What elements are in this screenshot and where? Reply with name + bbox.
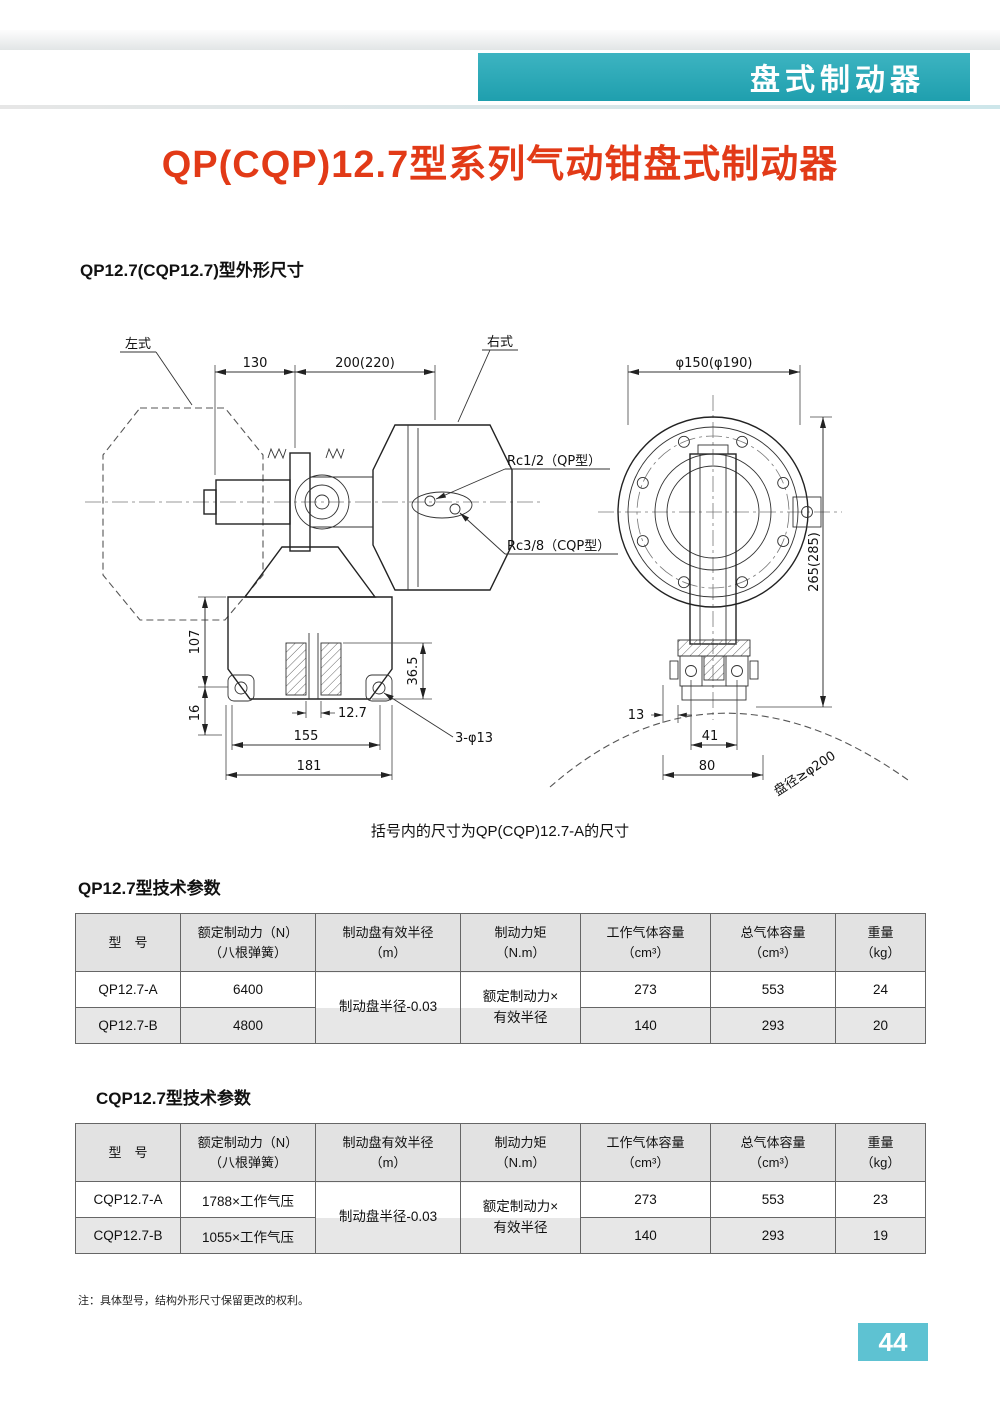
page-number-badge: 44 [858,1323,928,1361]
col-header-effective-radius: 制动盘有效半径 （m） [315,1123,461,1182]
bolt-hole [736,435,749,448]
left-style-label: 左式 [125,337,151,352]
col-header-total-gas: 总气体容量 （cm³） [710,913,836,972]
col-header-rated-force: 额定制动力（N） （八根弹簧） [180,1123,316,1182]
dim-130-label: 130 [243,356,268,371]
drawing-svg: 130 200(220) 左式 右式 Rc1/2（QP型） Rc3/8（CQP型… [85,335,909,800]
brake-pad [285,642,307,696]
dim-80-label: 80 [699,759,716,774]
disc-diameter-label: 盘径≥φ200 [771,748,839,800]
table1-title: QP12.7型技术参数 [78,879,221,898]
qp-params-table: 型 号 额定制动力（N） （八根弹簧） 制动盘有效半径 （m） 制动力矩 （N.… [75,913,926,1044]
dim-200-220-label: 200(220) [335,356,395,371]
table2-title: CQP12.7型技术参数 [96,1089,251,1108]
col-header-weight: 重量 （kg） [835,1123,926,1182]
cqp-params-table: 型 号 额定制动力（N） （八根弹簧） 制动盘有效半径 （m） 制动力矩 （N.… [75,1123,926,1254]
disc-arc [549,712,909,788]
bolt-hole [777,535,790,548]
page-number: 44 [878,1326,908,1357]
cell-weight: 23 [835,1181,926,1218]
cell-working-gas: 140 [580,1217,711,1254]
table-row: QP12.7-B 4800 140 293 20 [75,1007,926,1044]
cell-torque: 额定制动力× 有效半径 [460,971,581,1044]
bolt-hole [677,435,690,448]
col-header-working-gas: 工作气体容量 （cm³） [580,913,711,972]
air-port-cqp [449,503,461,515]
page-title: QP(CQP)12.7型系列气动钳盘式制动器 [161,144,839,186]
cell-model: QP12.7-B [75,1007,181,1044]
cell-force: 1788×工作气压 [180,1181,316,1218]
bolt-hole [777,476,790,489]
cell-force: 6400 [180,971,316,1008]
table-header-row: 型 号 额定制动力（N） （八根弹簧） 制动盘有效半径 （m） 制动力矩 （N.… [75,913,926,972]
cell-force: 4800 [180,1007,316,1044]
header-banner: 盘式制动器 [478,53,970,101]
cell-weight: 24 [835,971,926,1008]
air-chamber [372,424,513,591]
right-style-label: 右式 [487,335,513,350]
col-header-torque: 制动力矩 （N.m） [460,913,581,972]
front-view: φ150(φ190) 265(285) 13 41 [549,356,909,800]
cell-working-gas: 273 [580,971,711,1008]
col-header-model: 型 号 [75,1123,181,1182]
banner-underline [0,105,1000,109]
cell-total-gas: 293 [710,1217,836,1254]
bolt-hole [636,476,649,489]
technical-drawing: 130 200(220) 左式 右式 Rc1/2（QP型） Rc3/8（CQP型… [70,325,930,830]
drawing-caption: 括号内的尺寸为QP(CQP)12.7-A的尺寸 [370,823,630,840]
side-view: 130 200(220) 左式 右式 Rc1/2（QP型） Rc3/8（CQP型… [85,335,618,780]
col-header-effective-radius: 制动盘有效半径 （m） [315,913,461,972]
brake-pad [320,642,342,696]
banner-title: 盘式制动器 [750,64,925,97]
mounting-hole [234,681,248,695]
cell-model: QP12.7-A [75,971,181,1008]
dim-12-7-label: 12.7 [338,706,367,721]
cell-model: CQP12.7-B [75,1217,181,1254]
cell-total-gas: 293 [710,1007,836,1044]
mounting-hole [372,681,386,695]
dim-155-label: 155 [294,729,319,744]
cell-weight: 19 [835,1217,926,1254]
cell-weight: 20 [835,1007,926,1044]
dim-181-label: 181 [297,759,322,774]
col-header-model: 型 号 [75,913,181,972]
dim-13-label: 13 [628,708,645,723]
col-header-torque: 制动力矩 （N.m） [460,1123,581,1182]
cell-model: CQP12.7-A [75,1181,181,1218]
cell-total-gas: 553 [710,971,836,1008]
dim-16-label: 16 [188,705,203,722]
bolt-hole [636,535,649,548]
dim-265-285-label: 265(285) [807,532,822,592]
top-gradient-strip [0,30,1000,50]
cell-effective-radius: 制动盘半径-0.03 [315,971,461,1044]
table-row: QP12.7-A 6400 制动盘半径-0.03 额定制动力× 有效半径 273… [75,971,926,1044]
cell-total-gas: 553 [710,1181,836,1218]
cell-effective-radius: 制动盘半径-0.03 [315,1181,461,1254]
cell-working-gas: 273 [580,1181,711,1218]
cell-force: 1055×工作气压 [180,1217,316,1254]
dim-phi150-label: φ150(φ190) [676,356,753,371]
port-cqp-label: Rc3/8（CQP型） [507,539,610,554]
cell-torque: 额定制动力× 有效半径 [460,1181,581,1254]
table-header-row: 型 号 额定制动力（N） （八根弹簧） 制动盘有效半径 （m） 制动力矩 （N.… [75,1123,926,1182]
col-header-rated-force: 额定制动力（N） （八根弹簧） [180,913,316,972]
dimensions-section-title: QP12.7(CQP12.7)型外形尺寸 [80,261,304,280]
col-header-working-gas: 工作气体容量 （cm³） [580,1123,711,1182]
col-header-weight: 重量 （kg） [835,913,926,972]
cell-working-gas: 140 [580,1007,711,1044]
holes-3-phi13-label: 3-φ13 [455,731,493,746]
dim-41-label: 41 [702,729,719,744]
footnote: 注：具体型号，结构外形尺寸保留更改的权利。 [78,1295,309,1307]
left-style-disc-outline [102,407,264,621]
table-row: CQP12.7-B 1055×工作气压 140 293 19 [75,1217,926,1254]
col-header-total-gas: 总气体容量 （cm³） [710,1123,836,1182]
flange-outer-circle [617,416,809,608]
dim-107-label: 107 [188,630,203,655]
table-row: CQP12.7-A 1788×工作气压 制动盘半径-0.03 额定制动力× 有效… [75,1181,926,1254]
port-qp-label: Rc1/2（QP型） [507,454,601,469]
air-port-qp [424,495,436,507]
dim-36-5-label: 36.5 [406,657,421,686]
